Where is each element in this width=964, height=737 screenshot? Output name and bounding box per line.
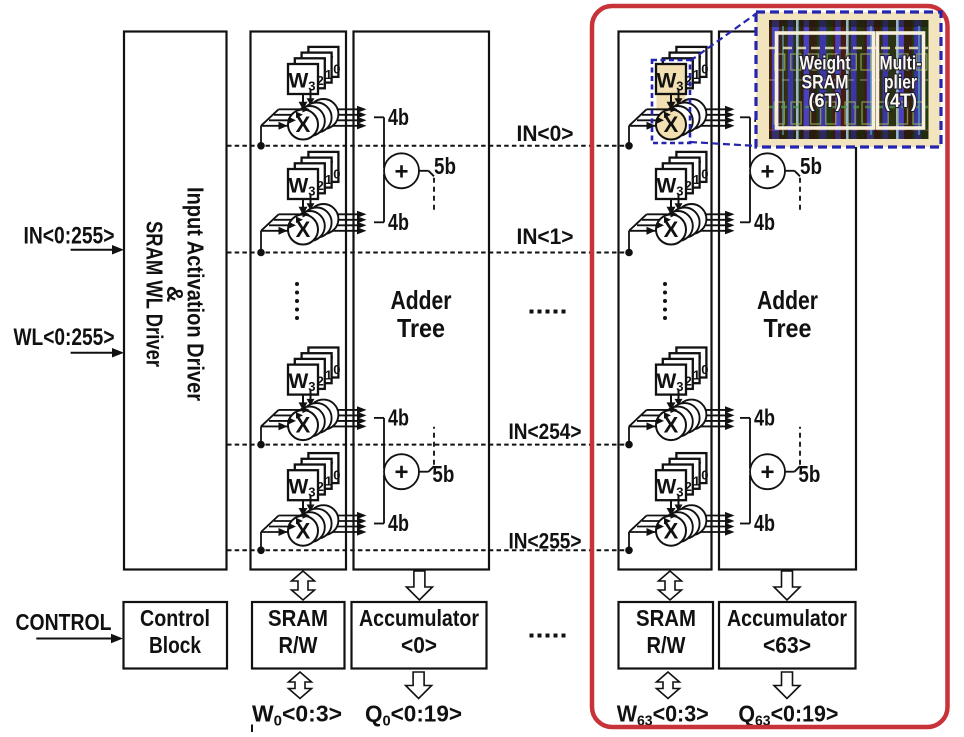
svg-text:X: X (664, 413, 679, 438)
svg-text:IN<255>: IN<255> (509, 529, 582, 554)
svg-text:(4T): (4T) (884, 91, 917, 112)
svg-text:CONTROL: CONTROL (16, 609, 112, 635)
svg-text:Tree: Tree (764, 313, 812, 343)
svg-text:<63>: <63> (763, 632, 811, 658)
svg-text:4b: 4b (388, 405, 409, 431)
svg-text:X: X (664, 112, 679, 137)
svg-text:Multi-: Multi- (880, 54, 922, 75)
svg-text:4b: 4b (388, 209, 409, 235)
svg-text:IN<1>: IN<1> (517, 224, 574, 249)
svg-text:(6T): (6T) (809, 91, 842, 112)
svg-text:+: + (394, 158, 408, 185)
svg-text:Weight: Weight (800, 54, 852, 75)
svg-text:4b: 4b (754, 510, 775, 536)
svg-text:X: X (296, 112, 311, 137)
svg-text:X: X (296, 217, 311, 242)
svg-text:X: X (664, 217, 679, 242)
svg-text:WL<0:255>: WL<0:255> (14, 324, 115, 351)
svg-text:Adder: Adder (391, 285, 452, 315)
svg-text:Tree: Tree (397, 313, 445, 343)
svg-text:R/W: R/W (279, 632, 318, 658)
svg-text:Input Activation Driver: Input Activation Driver (183, 187, 209, 401)
svg-text:X: X (296, 518, 311, 543)
svg-text:SRAM: SRAM (636, 605, 696, 631)
svg-text:Block: Block (149, 632, 201, 658)
svg-text:5b: 5b (434, 153, 456, 179)
svg-text:X: X (296, 413, 311, 438)
svg-text:+: + (760, 459, 774, 486)
svg-text:4b: 4b (754, 405, 775, 431)
svg-text:R/W: R/W (647, 632, 686, 658)
svg-text:Q63<0:19>: Q63<0:19> (738, 701, 838, 730)
svg-text:SRAM: SRAM (268, 605, 328, 631)
svg-text:Accumulator: Accumulator (727, 605, 847, 631)
svg-text:+: + (394, 459, 408, 486)
svg-text:5b: 5b (800, 153, 822, 179)
svg-text:Accumulator: Accumulator (359, 605, 479, 631)
svg-text:W0<0:3>: W0<0:3> (252, 701, 342, 730)
svg-text:IN<0:255>: IN<0:255> (24, 223, 115, 250)
svg-text:&: & (162, 286, 188, 303)
svg-text:IN<0>: IN<0> (517, 121, 574, 146)
svg-text:4b: 4b (388, 510, 409, 536)
svg-text:Control: Control (140, 605, 210, 631)
svg-text:SRAM: SRAM (802, 73, 849, 94)
svg-text:IN<254>: IN<254> (509, 419, 582, 444)
svg-text:5b: 5b (432, 461, 454, 487)
svg-text:plier: plier (884, 73, 917, 94)
svg-text:4b: 4b (388, 104, 409, 130)
svg-text:4b: 4b (754, 209, 775, 235)
svg-text:SRAM WL Driver: SRAM WL Driver (142, 221, 168, 367)
svg-text:5b: 5b (798, 461, 820, 487)
svg-text:Q0<0:19>: Q0<0:19> (365, 701, 462, 730)
svg-text:X: X (664, 518, 679, 543)
svg-text:+: + (760, 158, 774, 185)
svg-text:<0>: <0> (401, 632, 437, 658)
svg-text:W63<0:3>: W63<0:3> (617, 701, 709, 730)
svg-text:Adder: Adder (757, 285, 818, 315)
